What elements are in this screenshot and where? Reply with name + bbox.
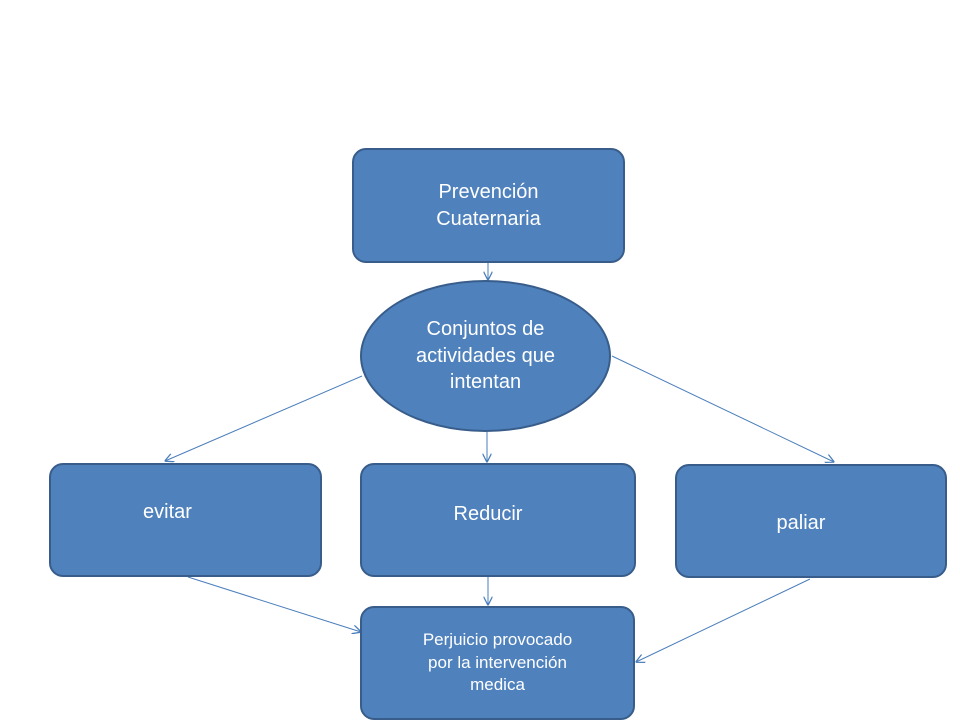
node-paliar-label: paliar [776, 511, 826, 534]
node-perjuicio-label: Perjuicio provocado por la intervención … [422, 630, 573, 695]
node-prevencion-cuaternaria: Prevención Cuaternaria [352, 148, 625, 263]
edge-evitar-perjuicio [187, 576, 361, 632]
edge-conjuntos-evitar [165, 375, 363, 461]
edge-conjuntos-paliar [611, 355, 834, 462]
node-evitar: evitar [49, 463, 322, 577]
edge-paliar-perjuicio [636, 578, 811, 662]
node-prevencion-label: Prevención Cuaternaria [436, 181, 541, 230]
node-evitar-label: evitar [143, 500, 192, 523]
node-conjuntos-label: Conjuntos de actividades que intentan [416, 318, 555, 394]
node-reducir-label: Reducir [453, 502, 523, 525]
node-conjuntos-actividades: Conjuntos de actividades que intentan [360, 280, 611, 432]
node-paliar: paliar [675, 464, 947, 578]
node-reducir: Reducir [360, 463, 636, 577]
node-perjuicio: Perjuicio provocado por la intervención … [360, 606, 635, 720]
